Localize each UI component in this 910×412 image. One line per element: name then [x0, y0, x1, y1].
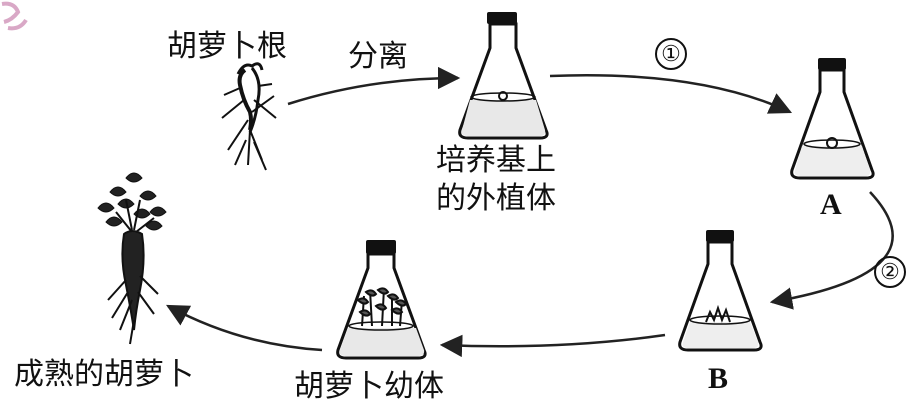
label-explant-line1: 培养基上 — [436, 143, 556, 178]
carrot-root-illustration — [221, 62, 277, 171]
label-explant: 培养基上 的外植体 — [436, 142, 556, 217]
arrow-b-to-young — [439, 333, 666, 358]
flask-b — [678, 230, 763, 352]
mature-carrot-illustration — [97, 172, 167, 345]
watermark-logo — [1, 1, 28, 31]
label-flask-a: A — [820, 188, 842, 221]
young-plant-flask — [336, 240, 427, 360]
step-2-marker: ② — [874, 256, 906, 288]
arrow-young-to-mature — [166, 304, 323, 352]
step-1-marker: ① — [655, 38, 687, 70]
label-separate: 分离 — [348, 39, 408, 74]
flask-a — [790, 58, 875, 180]
label-mature-carrot: 成熟的胡萝卜 — [14, 357, 194, 392]
label-carrot-root: 胡萝卜根 — [167, 29, 287, 64]
arrow-explant-to-a — [549, 74, 793, 114]
explant-flask — [458, 12, 549, 140]
label-flask-b: B — [708, 362, 729, 395]
arrow-root-to-explant — [287, 66, 461, 106]
label-young-plant: 胡萝卜幼体 — [294, 369, 444, 404]
label-explant-line2: 的外植体 — [436, 180, 556, 216]
